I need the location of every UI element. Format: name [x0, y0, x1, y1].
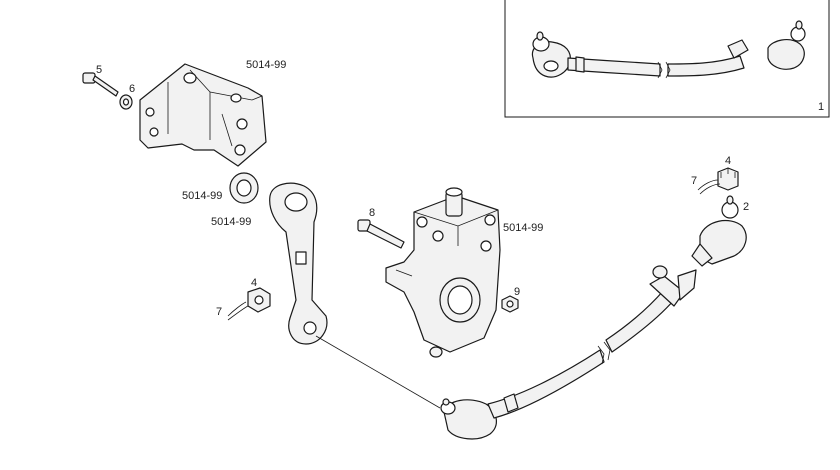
washer-top-label: 6 [129, 83, 135, 95]
bolt-top [82, 72, 119, 97]
assembly-guide-line [315, 335, 441, 409]
cotter-pin-right-label: 7 [691, 175, 697, 187]
cotter-pin-right [697, 179, 721, 195]
nut-gearbox-label: 9 [514, 286, 520, 298]
inset-ref-label: 1 [818, 101, 824, 113]
bolt-gearbox-label: 8 [369, 207, 375, 219]
drag-link [440, 265, 697, 440]
tie-rod-end-label: 2 [743, 201, 749, 213]
inset-clamp [727, 39, 749, 59]
drag-link-clamp-lower [503, 393, 519, 413]
bushing [229, 172, 259, 204]
nut-gearbox [501, 295, 519, 313]
nut-right-label: 4 [725, 155, 731, 167]
steering-gear-ref-label: 5014-99 [503, 222, 543, 234]
tie-rod-end [691, 195, 747, 267]
inset-frame [504, 0, 830, 118]
castle-nut-right [717, 167, 739, 191]
bolt-top-label: 5 [96, 64, 102, 76]
pitman-arm-ref-label: 5014-99 [211, 216, 251, 228]
pitman-arm-slot [295, 251, 307, 265]
cotter-pin-left-label: 7 [216, 306, 222, 318]
inset-tube-right [667, 55, 745, 77]
inset-panel: 1 [504, 0, 830, 118]
pitman-arm [269, 182, 328, 345]
bracket-ref-label: 5014-99 [246, 59, 286, 71]
inset-right-ball-joint [767, 20, 806, 70]
cotter-pin-left [227, 301, 249, 321]
castle-nut-left [247, 287, 271, 313]
mounting-bracket [139, 63, 267, 167]
nut-left-label: 4 [251, 277, 257, 289]
inset-left-ball-joint [531, 31, 571, 78]
bolt-gearbox [357, 219, 405, 249]
bushing-ref-label: 5014-99 [182, 190, 222, 202]
steering-gear-box [385, 187, 501, 358]
washer-top [119, 94, 133, 110]
inset-tube-left [567, 57, 661, 77]
